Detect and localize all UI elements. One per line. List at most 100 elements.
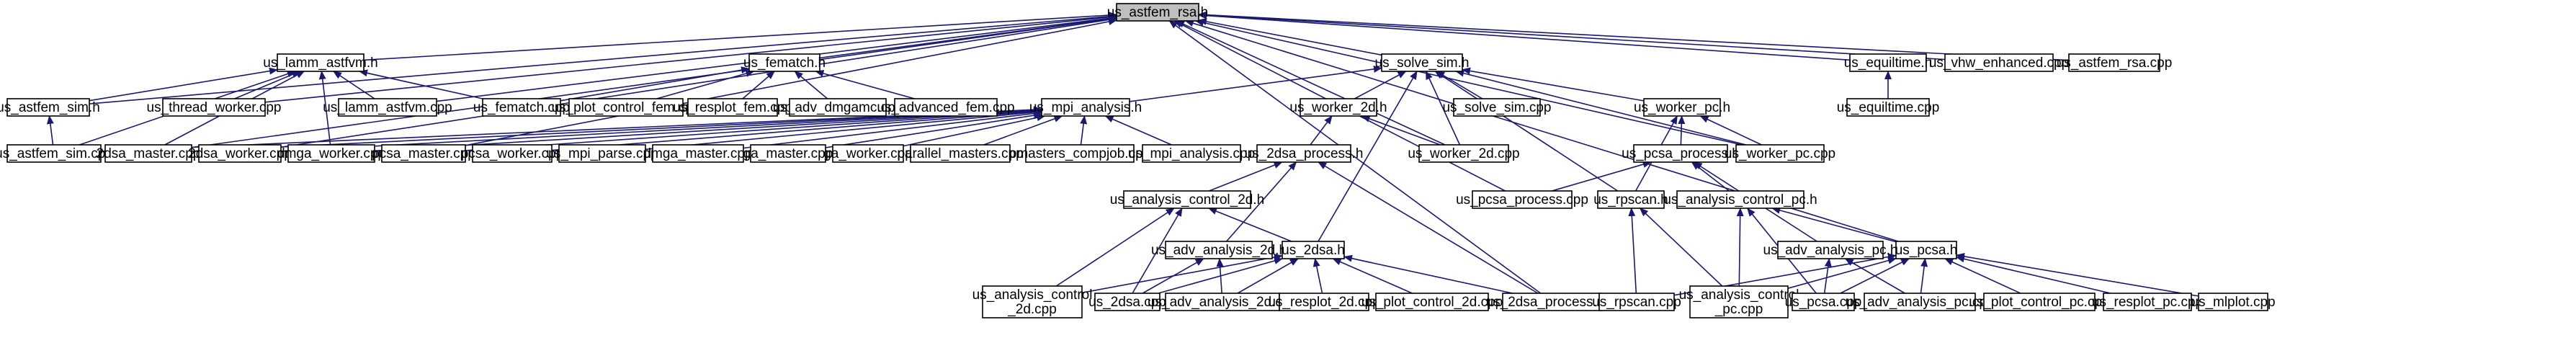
node-us-astfem-rsa-cpp[interactable]: us_astfem_rsa.cpp bbox=[2057, 53, 2173, 72]
node-us-mpi-parse-cpp[interactable]: us_mpi_parse.cpp bbox=[546, 144, 658, 163]
node-us-astfem-rsa-h[interactable]: us_astfem_rsa.h bbox=[1107, 3, 1208, 22]
node-us-equiltime-cpp[interactable]: us_equiltime.cpp bbox=[1837, 98, 1940, 117]
node-us-adv-analysis-2d-cpp[interactable]: us_adv_analysis_2d.cpp bbox=[1148, 293, 1297, 311]
edge-us_resplot_pc_cpp-to-us_pcsa_h bbox=[1956, 255, 2111, 294]
edge-us_mpi_analysis_cpp-to-us_mpi_analysis_h bbox=[1104, 115, 1172, 146]
edge-pmasters_compjob_cpp-to-us_mpi_analysis_h bbox=[1080, 115, 1088, 146]
node-ga-worker-cpp[interactable]: ga_worker.cpp bbox=[823, 144, 913, 163]
node-us-analysis-control-pc-cpp[interactable]: us_analysis_control_pc.cpp bbox=[1679, 285, 1799, 318]
node-label: us_astfem_sim.cpp bbox=[0, 146, 113, 161]
edge-arrow bbox=[46, 115, 54, 146]
node-label: dmga_worker.cpp bbox=[277, 146, 385, 161]
edge-arrow bbox=[1312, 258, 1323, 294]
node-pcsa-master-cpp[interactable]: pcsa_master.cpp bbox=[372, 144, 475, 163]
node-us-plot-control-fem-cpp[interactable]: us_plot_control_fem.cpp bbox=[551, 98, 701, 117]
node-us-worker-pc-cpp[interactable]: us_worker_pc.cpp bbox=[1725, 144, 1835, 163]
node-us-lamm-astfvm-h[interactable]: us_lamm_astfvm.h bbox=[263, 53, 378, 72]
node-us-2dsa-h[interactable]: us_2dsa.h bbox=[1282, 241, 1345, 259]
node-box bbox=[750, 144, 826, 163]
edge-us_worker_2d_h-to-us_solve_sim_h bbox=[1354, 71, 1407, 99]
node-us-pcsa-cpp[interactable]: us_pcsa.cpp bbox=[1785, 293, 1862, 311]
node-us-2dsa-process-cpp[interactable]: us_2dsa_process.cpp bbox=[1486, 293, 1619, 311]
node-label: us_2dsa.h bbox=[1282, 243, 1345, 258]
node-box bbox=[6, 144, 102, 163]
node-us-resplot-2d-cpp[interactable]: us_resplot_2d.cpp bbox=[1268, 293, 1380, 311]
node-us-solve-sim-cpp[interactable]: us_solve_sim.cpp bbox=[1442, 98, 1552, 117]
node-us-fematch-cpp[interactable]: us_fematch.cpp bbox=[473, 98, 570, 117]
node-us-mlplot-cpp[interactable]: us_mlplot.cpp bbox=[2191, 293, 2276, 311]
edge-us_2dsa_h-to-us_analysis_control_2d_h bbox=[1208, 208, 1292, 242]
edge-pcsa_worker_cpp-to-us_mpi_analysis_h bbox=[551, 107, 1042, 151]
node-label: us_astfem_rsa.h bbox=[1107, 5, 1208, 20]
node-pmasters-compjob-cpp[interactable]: pmasters_compjob.cpp bbox=[1009, 144, 1150, 163]
node-us-2dsa-cpp[interactable]: us_2dsa.cpp bbox=[1088, 293, 1166, 311]
edge-us_2dsa_process_cpp-to-us_2dsa_h bbox=[1343, 254, 1513, 294]
node-label: us_vhw_enhanced.cpp bbox=[1929, 55, 2069, 71]
node-box bbox=[1643, 98, 1721, 117]
edge-ga_master_cpp-to-us_mpi_analysis_h bbox=[825, 112, 1042, 148]
edge-arrow bbox=[333, 71, 375, 99]
node-us-plot-control-2d-cpp[interactable]: us_plot_control_2d.cpp bbox=[1361, 293, 1503, 311]
node-us-vhw-enhanced-cpp[interactable]: us_vhw_enhanced.cpp bbox=[1929, 53, 2069, 72]
node-us-astfem-sim-h[interactable]: us_astfem_sim.h bbox=[0, 98, 100, 117]
node-us-adv-dmgamc-cpp[interactable]: us_adv_dmgamc.cpp bbox=[773, 98, 903, 117]
node-box bbox=[789, 98, 887, 117]
node-us-adv-analysis-pc-cpp[interactable]: us_adv_analysis_pc.cpp bbox=[1845, 293, 1995, 311]
node-label: us_solve_sim.cpp bbox=[1442, 100, 1551, 115]
node-label: us_fematch.cpp bbox=[473, 100, 570, 115]
edge-us_resplot_2d_cpp-to-us_2dsa_h bbox=[1312, 258, 1323, 294]
edge-arrow bbox=[1343, 254, 1513, 294]
node-dmga-worker-cpp[interactable]: dmga_worker.cpp bbox=[277, 144, 385, 163]
edge-arrow bbox=[1771, 207, 1897, 243]
node-us-worker-2d-h[interactable]: us_worker_2d.h bbox=[1289, 98, 1387, 117]
edge-us_solve_sim_h-to-us_astfem_rsa_h bbox=[1198, 18, 1382, 56]
node-label: us_plot_control_fem.cpp bbox=[551, 100, 700, 115]
edge-us_worker_2d_cpp-to-us_worker_2d_h bbox=[1361, 115, 1441, 146]
node-us-lamm-astfvm-cpp[interactable]: us_lamm_astfvm.cpp bbox=[323, 98, 452, 117]
node-us-thread-worker-cpp[interactable]: us_thread_worker.cpp bbox=[147, 98, 282, 117]
edge-us_equiltime_h-to-us_astfem_rsa_h bbox=[1198, 12, 1851, 61]
node-label: us_astfem_sim.h bbox=[0, 100, 100, 115]
node-us-rpscan-cpp[interactable]: us_rpscan.cpp bbox=[1592, 293, 1681, 311]
node-parallel-masters-cpp[interactable]: parallel_masters.cpp bbox=[897, 144, 1024, 163]
node-us-analysis-control-2d-h[interactable]: us_analysis_control_2d.h bbox=[1110, 190, 1264, 209]
node-us-astfem-sim-cpp[interactable]: us_astfem_sim.cpp bbox=[0, 144, 113, 163]
node-us-resplot-pc-cpp[interactable]: us_resplot_pc.cpp bbox=[2092, 293, 2203, 311]
node-us-analysis-control-pc-h[interactable]: us_analysis_control_pc.h bbox=[1663, 190, 1817, 209]
node-us-pcsa-h[interactable]: us_pcsa.h bbox=[1895, 241, 1958, 259]
edge-arrow bbox=[1104, 115, 1172, 146]
edge-us_worker_2d_cpp-to-us_astfem_rsa_h bbox=[1176, 20, 1446, 146]
edge-us_analysis_control_pc_cpp-to-us_rpscan_h bbox=[1639, 208, 1723, 287]
node-us-worker-pc-h[interactable]: us_worker_pc.h bbox=[1634, 98, 1730, 117]
node-box bbox=[687, 98, 778, 117]
node-us-worker-2d-cpp[interactable]: us_worker_2d.cpp bbox=[1408, 144, 1520, 163]
node-2dsa-worker-cpp[interactable]: 2dsa_worker.cpp bbox=[188, 144, 292, 163]
node-pcsa-worker-cpp[interactable]: pcsa_worker.cpp bbox=[461, 144, 564, 163]
edge-arrow bbox=[1639, 208, 1723, 287]
node-us-solve-sim-h[interactable]: us_solve_sim.h bbox=[1375, 53, 1470, 72]
edge-arrow bbox=[742, 71, 775, 99]
node-us-pcsa-process-h[interactable]: us_pcsa_process.h bbox=[1622, 144, 1740, 163]
node-us-plot-control-pc-cpp[interactable]: us_plot_control_pc.cpp bbox=[1969, 293, 2110, 311]
edge-us_mpi_parse_cpp-to-us_mpi_analysis_h bbox=[645, 108, 1042, 151]
node-us-advanced-fem-cpp[interactable]: us_advanced_fem.cpp bbox=[877, 98, 1015, 117]
node-us-rpscan-h[interactable]: us_rpscan.h bbox=[1593, 190, 1668, 209]
node-us-adv-analysis-2d-h[interactable]: us_adv_analysis_2d.h bbox=[1151, 241, 1287, 259]
node-us-pcsa-process-cpp[interactable]: us_pcsa_process.cpp bbox=[1456, 190, 1588, 209]
edge-arrow bbox=[1318, 71, 1418, 242]
node-us-equiltime-h[interactable]: us_equiltime.h bbox=[1844, 53, 1933, 72]
node-2dsa-master-cpp[interactable]: 2dsa_master.cpp bbox=[97, 144, 201, 163]
node-dmga-master-cpp[interactable]: dmga_master.cpp bbox=[643, 144, 753, 163]
node-label: us_adv_analysis_2d.cpp bbox=[1148, 295, 1297, 310]
node-us-fematch-h[interactable]: us_fematch.h bbox=[743, 53, 826, 72]
edge-us_worker_pc_cpp-to-us_worker_pc_h bbox=[1699, 115, 1762, 146]
node-us-adv-analysis-pc-h[interactable]: us_adv_analysis_pc.h bbox=[1763, 241, 1898, 259]
node-label: us_lamm_astfvm.cpp bbox=[323, 100, 452, 115]
node-us-analysis-control-2d-cpp[interactable]: us_analysis_control_2d.cpp bbox=[972, 285, 1093, 318]
node-us-resplot-fem-cpp[interactable]: us_resplot_fem.cpp bbox=[673, 98, 792, 117]
node-us-mpi-analysis-h[interactable]: us_mpi_analysis.h bbox=[1029, 98, 1142, 117]
node-ga-master-cpp[interactable]: ga_master.cpp bbox=[743, 144, 833, 163]
node-label: us_pcsa_process.h bbox=[1622, 146, 1740, 161]
node-us-mpi-analysis-cpp[interactable]: us_mpi_analysis.cpp bbox=[1128, 144, 1255, 163]
node-us-2dsa-process-h[interactable]: us_2dsa_process.h bbox=[1245, 144, 1364, 163]
